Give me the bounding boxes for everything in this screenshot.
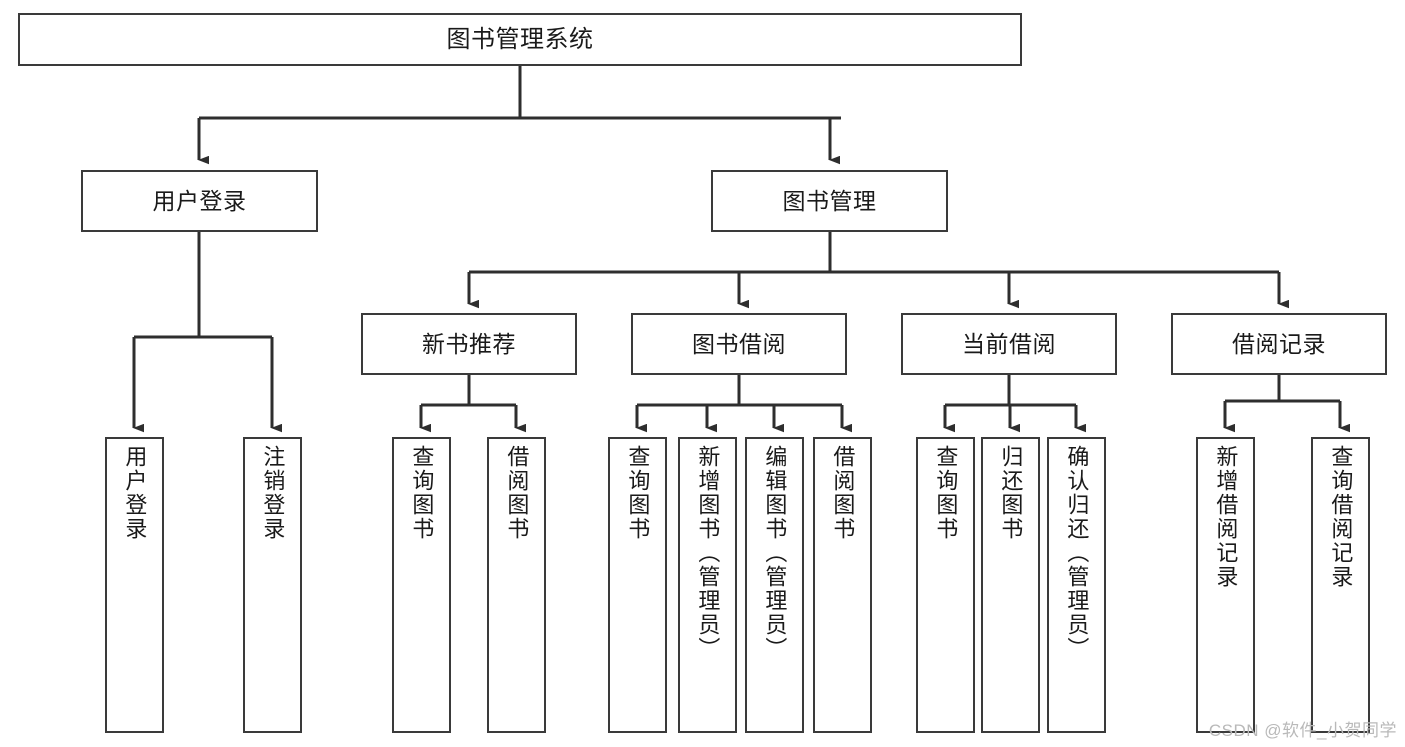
node-leaf-edit-book-label: 编辑图书（管理员） (762, 445, 788, 661)
node-book-manage-label: 图书管理 (782, 187, 877, 214)
node-leaf-add-book[interactable]: 新增图书（管理员） (678, 437, 737, 733)
node-leaf-query-book-2[interactable]: 查询图书 (608, 437, 667, 733)
node-leaf-query-record-label: 查询借阅记录 (1328, 445, 1354, 589)
node-leaf-add-record-label: 新增借阅记录 (1213, 445, 1239, 589)
node-leaf-borrow-book-1-label: 借阅图书 (504, 445, 530, 541)
node-borrow-record-label: 借阅记录 (1232, 330, 1326, 357)
node-book-borrow[interactable]: 图书借阅 (631, 313, 847, 375)
node-leaf-logout-label: 注销登录 (260, 445, 286, 541)
node-leaf-user-login[interactable]: 用户登录 (105, 437, 164, 733)
node-leaf-borrow-book-2-label: 借阅图书 (830, 445, 856, 541)
node-leaf-return-book[interactable]: 归还图书 (981, 437, 1040, 733)
node-current-borrow[interactable]: 当前借阅 (901, 313, 1117, 375)
node-leaf-borrow-book-1[interactable]: 借阅图书 (487, 437, 546, 733)
node-user-login[interactable]: 用户登录 (81, 170, 318, 232)
node-leaf-confirm-return[interactable]: 确认归还（管理员） (1047, 437, 1106, 733)
node-leaf-user-login-label: 用户登录 (122, 445, 148, 541)
node-leaf-query-book-2-label: 查询图书 (625, 445, 651, 541)
node-new-book-recommend-label: 新书推荐 (422, 330, 516, 357)
node-leaf-query-book-1-label: 查询图书 (409, 445, 435, 541)
node-user-login-label: 用户登录 (152, 187, 247, 214)
node-leaf-confirm-return-label: 确认归还（管理员） (1064, 445, 1090, 661)
node-leaf-query-book-3[interactable]: 查询图书 (916, 437, 975, 733)
node-current-borrow-label: 当前借阅 (962, 330, 1056, 357)
node-book-borrow-label: 图书借阅 (692, 330, 786, 357)
node-leaf-add-record[interactable]: 新增借阅记录 (1196, 437, 1255, 733)
node-leaf-query-record[interactable]: 查询借阅记录 (1311, 437, 1370, 733)
node-root[interactable]: 图书管理系统 (18, 13, 1022, 66)
node-leaf-query-book-3-label: 查询图书 (933, 445, 959, 541)
node-root-label: 图书管理系统 (446, 25, 594, 53)
node-leaf-logout[interactable]: 注销登录 (243, 437, 302, 733)
node-borrow-record[interactable]: 借阅记录 (1171, 313, 1387, 375)
node-book-manage[interactable]: 图书管理 (711, 170, 948, 232)
node-leaf-edit-book[interactable]: 编辑图书（管理员） (745, 437, 804, 733)
node-leaf-return-book-label: 归还图书 (998, 445, 1024, 541)
node-leaf-add-book-label: 新增图书（管理员） (695, 445, 721, 661)
node-leaf-borrow-book-2[interactable]: 借阅图书 (813, 437, 872, 733)
node-leaf-query-book-1[interactable]: 查询图书 (392, 437, 451, 733)
node-new-book-recommend[interactable]: 新书推荐 (361, 313, 577, 375)
